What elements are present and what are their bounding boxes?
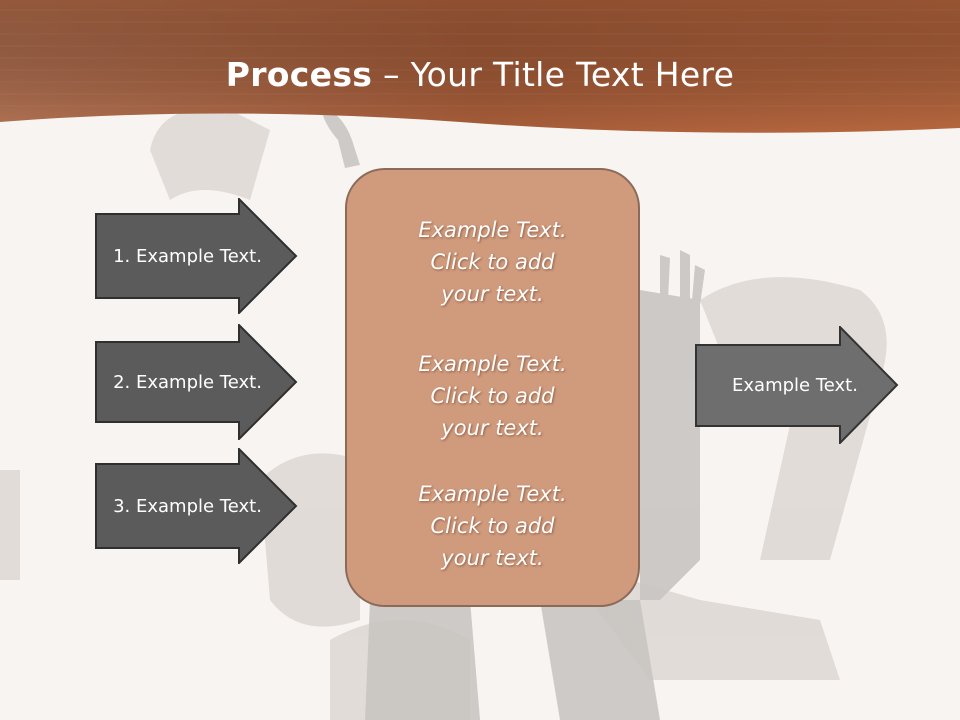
center-text-box[interactable]: Example Text. Click to add your text. Ex… (345, 168, 640, 607)
center-block-2-line-1: Example Text. (418, 352, 567, 376)
center-block-1-line-1: Example Text. (418, 218, 567, 242)
arrow-right-icon (695, 326, 899, 444)
center-block-2: Example Text. Click to add your text. (347, 348, 638, 444)
slide-title[interactable]: Process – Your Title Text Here (0, 54, 960, 96)
arrow-right-icon (95, 324, 298, 440)
arrow-label-2: 2. Example Text. (113, 371, 262, 393)
center-block-3-line-2: Click to add (430, 514, 555, 538)
center-block-3-line-3: your text. (441, 546, 544, 570)
center-block-2-line-2: Click to add (430, 384, 555, 408)
center-block-1-line-3: your text. (441, 282, 544, 306)
arrow-label-1: 1. Example Text. (113, 245, 262, 267)
center-block-2-line-3: your text. (441, 416, 544, 440)
center-block-1-line-2: Click to add (430, 250, 555, 274)
arrow-shape-right[interactable]: Example Text. (695, 326, 899, 444)
arrow-shape-3[interactable]: 3. Example Text. (95, 448, 298, 564)
title-bold: Process (225, 55, 373, 94)
center-block-1: Example Text. Click to add your text. (347, 214, 638, 310)
arrow-right-icon (95, 448, 298, 564)
arrow-label-3: 3. Example Text. (113, 495, 262, 517)
center-block-3-line-1: Example Text. (418, 482, 567, 506)
title-rest: – Your Title Text Here (372, 55, 735, 94)
arrow-shape-2[interactable]: 2. Example Text. (95, 324, 298, 440)
center-block-3: Example Text. Click to add your text. (347, 478, 638, 574)
arrow-right-icon (95, 198, 298, 314)
arrow-label-right: Example Text. (732, 374, 858, 396)
arrow-shape-1[interactable]: 1. Example Text. (95, 198, 298, 314)
